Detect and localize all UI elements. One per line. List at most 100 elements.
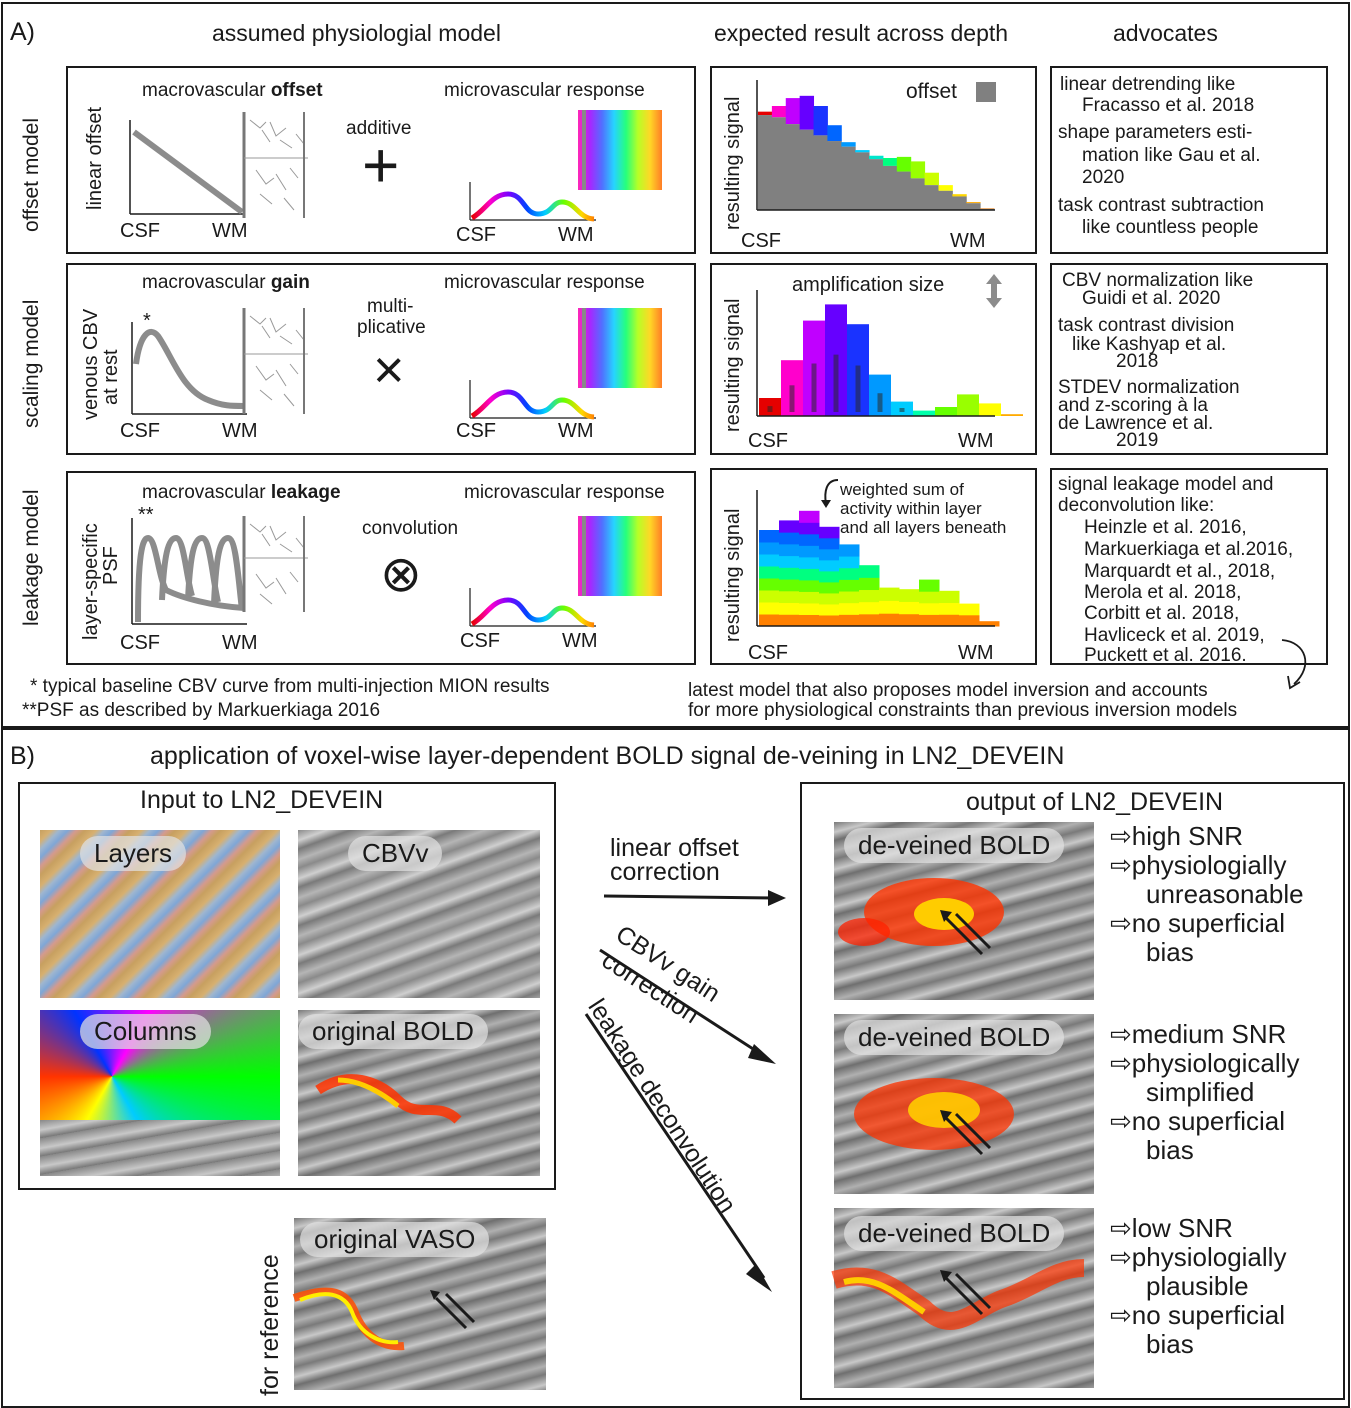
response-bar [980, 208, 995, 209]
leakage-bar-segment [799, 556, 820, 569]
leakage-bar-segment [779, 590, 800, 604]
scaling-star: * [143, 310, 151, 332]
output-3-bullet-2: ⇨physiologially [1110, 1242, 1287, 1272]
scaling-advocate-1: CBV normalization like [1062, 270, 1254, 291]
rainbow-vessel-offset [578, 110, 662, 190]
cbvv-label: CBVv [348, 836, 443, 871]
scaling-advocate-7: and z-scoring à la [1058, 395, 1208, 416]
leakage-advocate-4: Markuerkiaga et al.2016, [1084, 539, 1294, 560]
leakage-bar-segment [799, 579, 820, 592]
leakage-bar-segment [799, 614, 820, 627]
response-bar [938, 185, 953, 191]
response-bar [896, 156, 912, 172]
output-1-bullet-3b: bias [1146, 937, 1194, 967]
output-3-bullet-3: ⇨no superficial [1110, 1300, 1285, 1330]
leakage-bar-segment [839, 591, 860, 604]
leakage-bar-segment [759, 542, 780, 555]
offset-advocates-box [1050, 66, 1328, 254]
leakage-bar-segment [819, 603, 840, 616]
leakage-bar-segment [819, 592, 840, 605]
leakage-advocate-9: Puckett et al. 2016. [1084, 645, 1247, 666]
offset-ylabel: linear offset [84, 106, 106, 210]
deveined-bold-activation-2 [854, 1078, 1014, 1156]
scaling-cbv-plot [131, 322, 247, 415]
arrow-linear-offset [603, 890, 786, 906]
leakage-bar-segment [939, 590, 960, 604]
arrow-linear-offset-label-2: correction [610, 858, 720, 886]
offset-bar [855, 152, 870, 210]
leakage-bar-segment [779, 555, 800, 568]
offset-bar [869, 159, 884, 210]
leakage-star: ** [138, 504, 154, 526]
deveined-bold-activation-3 [831, 1259, 1085, 1330]
row-label-scaling: scaling model [20, 299, 43, 428]
leakage-bar-segment [879, 587, 900, 601]
rainbow-vessel-scaling [578, 308, 662, 388]
leakage-bar-segment [819, 526, 840, 539]
offset-bar [771, 117, 787, 210]
scaling-micro-csf: CSF [456, 420, 496, 442]
row-label-offset: offset model [20, 117, 43, 232]
offset-bar [966, 203, 981, 210]
offset-bar [827, 141, 842, 210]
leakage-bar-segment [899, 613, 920, 627]
deveined-bold-label-1: de-veined BOLD [844, 828, 1065, 863]
footnote-2: **PSF as described by Markuerkiaga 2016 [22, 700, 381, 721]
leakage-bar-segment [799, 545, 820, 558]
leakage-bar-segment [759, 530, 780, 543]
original-vaso-label: original VASO [300, 1222, 490, 1257]
response-bar [869, 155, 884, 160]
leakage-micro-curve [469, 588, 596, 628]
leakage-operator-symbol: ⊗ [380, 546, 422, 602]
leakage-bar-segment [819, 570, 840, 583]
scaling-result-box [710, 263, 1037, 455]
leakage-bar-segment [779, 520, 800, 533]
response-bar [799, 95, 815, 130]
output-2-bullet-3b: bias [1146, 1135, 1194, 1165]
offset-bar [813, 135, 828, 210]
vessel-sketch-offset [242, 112, 308, 218]
output-3-bullet-3b: bias [1146, 1329, 1194, 1359]
offset-advocate-4: mation like Gau et al. [1082, 145, 1261, 166]
leakage-bar-segment [819, 581, 840, 594]
leakage-bar-segment [919, 614, 940, 627]
leakage-bar-segment [759, 578, 780, 591]
offset-micro-wm: WM [558, 224, 594, 246]
input-title: Input to LN2_DEVEIN [140, 786, 384, 814]
offset-result-ylabel: resulting signal [722, 96, 744, 230]
leakage-result-ylabel: resulting signal [722, 508, 744, 642]
offset-micro-title: microvascular response [444, 80, 645, 101]
scaling-micro-wm: WM [558, 420, 594, 442]
leakage-advocates-box [1050, 468, 1328, 665]
leakage-bar-segment [839, 602, 860, 615]
arrow-cbvv-gain [599, 948, 776, 1064]
offset-bar [924, 185, 939, 210]
rainbow-vessel-scaling-stripe [582, 308, 586, 388]
offset-legend-swatch [976, 82, 996, 102]
leakage-bar-segment [959, 603, 980, 616]
vessel-sketch-scaling [242, 308, 308, 414]
original-bold-activation [315, 1074, 462, 1124]
leakage-bar-segment [859, 613, 880, 627]
leakage-advocate-1: signal leakage model and [1058, 474, 1274, 495]
leakage-bar-segment [799, 533, 820, 546]
offset-advocate-2: Fracasso et al. 2018 [1082, 95, 1255, 116]
row-label-leakage: leakage model [20, 489, 43, 626]
leakage-bar-segment [759, 554, 780, 567]
leakage-bar-segment [859, 589, 880, 603]
leakage-bar-segment [779, 602, 800, 615]
scaling-advocate-3: task contrast division [1058, 315, 1235, 336]
scaling-advocate-2: Guidi et al. 2020 [1082, 288, 1221, 309]
leakage-bar-segment [919, 579, 940, 592]
output-2-bullet-3: ⇨no superficial [1110, 1106, 1285, 1136]
leakage-bar-segment [759, 566, 780, 579]
offset-linear-plot [129, 120, 245, 215]
leakage-bar-segment [759, 602, 780, 615]
layers-label: Layers [80, 836, 187, 871]
leakage-bar-segment [839, 556, 860, 569]
offset-bar [910, 178, 926, 210]
response-bar [882, 158, 898, 166]
leakage-advocate-7: Corbitt et al. 2018, [1084, 603, 1240, 624]
leakage-bar-segment [959, 614, 980, 627]
offset-advocate-7: like countless people [1082, 217, 1259, 238]
